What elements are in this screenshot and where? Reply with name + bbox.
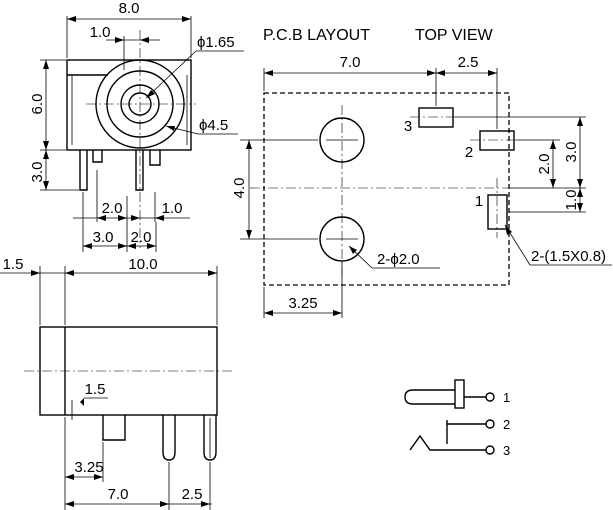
pcb-title: P.C.B LAYOUT <box>263 27 370 44</box>
dim-height-pins: 3.0 <box>29 162 46 183</box>
dim-pcb-holes: 2-ϕ2.0 <box>377 251 420 268</box>
dim-pcb-pad-pitch-x: 2.5 <box>458 54 479 71</box>
schematic-terminal-1 <box>485 392 495 402</box>
schematic-plug-tip <box>404 389 455 405</box>
schematic: 1 2 3 <box>404 379 510 458</box>
schematic-terminal-2 <box>485 419 495 429</box>
dim-offset-small: 1.0 <box>90 24 111 41</box>
side-pin-tab <box>102 415 126 441</box>
dim-pcb-hole-offset: 3.25 <box>288 295 317 312</box>
schematic-plug-body <box>454 379 465 409</box>
front-view: 8.0 1.0 ϕ1.65 ϕ4.5 6.0 3.0 <box>29 0 244 252</box>
pcb-pad-1 <box>487 194 508 230</box>
dim-pin-base-b: 2.0 <box>131 229 152 246</box>
dim-pcb-pad-pitch-y-total: 3.0 <box>563 142 580 163</box>
front-pin-right-tab <box>149 150 161 166</box>
side-view: 1.5 10.0 1.5 3.25 7.0 2.5 <box>0 256 232 510</box>
dim-pin-pitch-left: 2.0 <box>102 200 123 217</box>
dim-pcb-height: 4.0 <box>231 178 248 199</box>
front-pin-mid <box>135 150 144 191</box>
pcb-pad-label-1: 1 <box>475 193 483 210</box>
pcb-pad-2 <box>479 130 515 151</box>
dim-pin-offset-right: 1.0 <box>162 200 183 217</box>
front-pin-left <box>79 150 88 191</box>
pcb-hole-bottom <box>319 216 365 262</box>
pcb-subtitle: TOP VIEW <box>415 27 494 44</box>
schematic-terminal-3 <box>485 445 495 455</box>
pcb-outline <box>263 92 510 286</box>
dim-pin-offset: 3.25 <box>74 459 103 476</box>
dim-pcb-pad-pitch-y-mid: 2.0 <box>536 154 553 175</box>
pcb-hole-top <box>319 117 365 163</box>
dim-pcb-pads: 2-(1.5X0.8) <box>531 248 606 265</box>
dim-hole-diameter: ϕ1.65 <box>197 34 235 51</box>
dim-flange: 1.5 <box>3 256 24 273</box>
side-pin-2 <box>162 415 176 461</box>
front-pin-tab <box>92 150 103 163</box>
pcb-pad-label-3: 3 <box>404 118 412 135</box>
schematic-label-3: 3 <box>503 443 510 458</box>
dim-height-upper: 6.0 <box>29 94 46 115</box>
dim-pin-inner: 1.5 <box>85 381 106 398</box>
dim-pin-span: 7.0 <box>108 486 129 503</box>
dim-body-diameter: ϕ4.5 <box>199 117 228 134</box>
side-pin-1 <box>203 415 217 461</box>
schematic-label-2: 2 <box>503 417 510 432</box>
schematic-spring-contact <box>409 434 486 451</box>
dim-pcb-pad-pitch-y-small: 1.0 <box>563 190 580 211</box>
dim-width-total: 8.0 <box>119 0 140 17</box>
schematic-label-1: 1 <box>503 390 510 405</box>
dim-pcb-width: 7.0 <box>340 54 361 71</box>
front-body-outline <box>66 59 192 151</box>
pcb-pad-3 <box>418 107 454 128</box>
pcb-pad-label-2: 2 <box>465 144 473 161</box>
dim-pin-base-a: 3.0 <box>93 229 114 246</box>
dim-length: 10.0 <box>128 256 157 273</box>
dim-pin-pitch: 2.5 <box>182 486 203 503</box>
pcb-layout: P.C.B LAYOUT TOP VIEW 3 2 1 7.0 2.5 <box>231 27 612 318</box>
